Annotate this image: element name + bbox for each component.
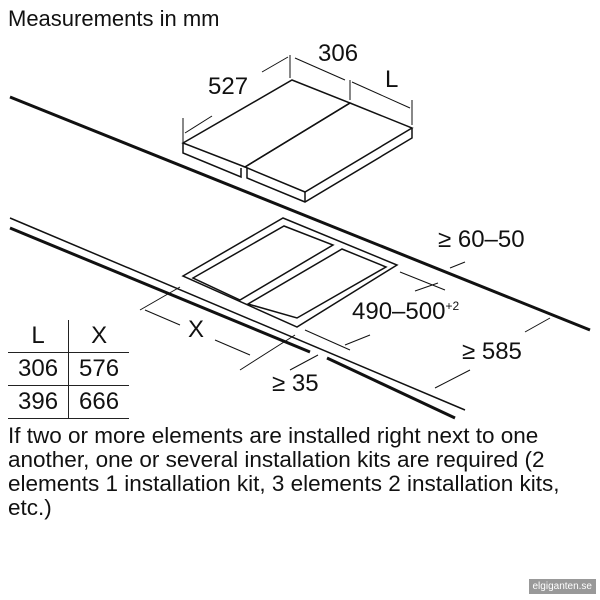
dim-cutout-width-x: X: [186, 316, 207, 343]
table-header: L: [8, 320, 70, 353]
cutout-tolerance: +2: [445, 299, 460, 313]
cutout-depth-value: 490–500: [352, 298, 446, 325]
table-cell: 396: [8, 385, 70, 419]
installation-note: If two or more elements are installed ri…: [8, 423, 560, 520]
cutout: [181, 217, 399, 328]
dimension-lines: [139, 55, 551, 389]
dim-worktop-depth: ≥ 585: [460, 338, 524, 365]
table-cell: 576: [68, 352, 130, 386]
dim-depth-527: 527: [206, 73, 251, 100]
dim-cutout-depth: 490–500+2: [350, 298, 462, 325]
dim-front-gap: ≥ 35: [270, 370, 321, 397]
diagram-title: Measurements in mm: [8, 6, 220, 31]
dim-width-306: 306: [316, 40, 361, 67]
dim-rear-gap: ≥ 60–50: [436, 226, 527, 253]
table-cell: 306: [8, 352, 70, 386]
watermark: elgiganten.se: [528, 579, 596, 594]
hob-elements: [181, 79, 414, 203]
worktop-lines: [9, 95, 591, 420]
table-cell: 666: [68, 385, 130, 419]
table-header: X: [68, 320, 130, 353]
dim-width-l: L: [383, 66, 401, 93]
